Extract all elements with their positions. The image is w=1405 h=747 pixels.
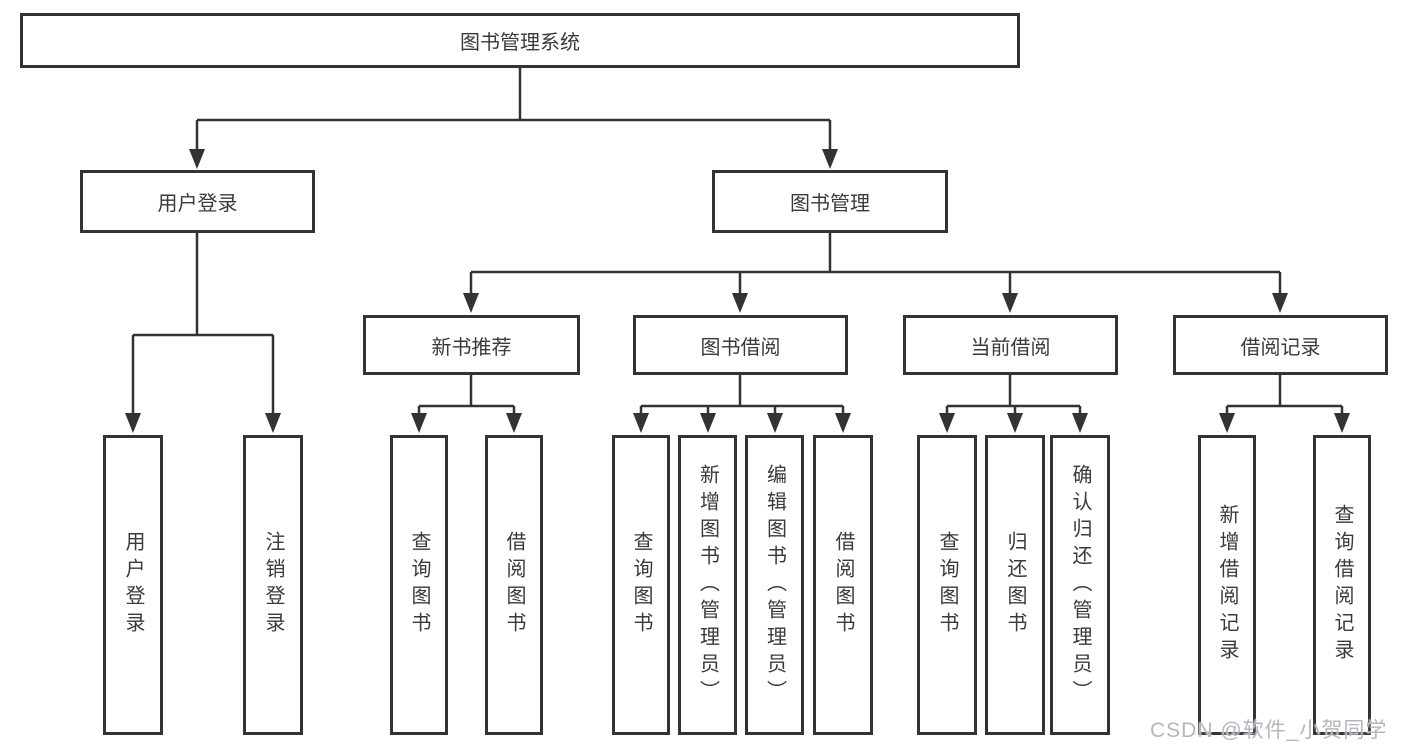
arrowhead-icon (767, 413, 783, 433)
connector-borrowrecord-to-leaves (1225, 375, 1344, 415)
arrowhead-icon (265, 413, 281, 433)
arrowhead-icon (633, 413, 649, 433)
node-borrowing-records: 借阅记录 (1173, 315, 1388, 375)
node-label: 查询图书 (936, 531, 958, 639)
connector-bookmgmt-to-level3 (469, 233, 1282, 295)
node-label: 确认归还（管理员） (1069, 463, 1091, 707)
arrowhead-icon (125, 413, 141, 433)
arrowhead-icon (506, 413, 522, 433)
leaf-borrow-books-borrowing: 借阅图书 (813, 435, 873, 735)
node-book-borrowing: 图书借阅 (633, 315, 848, 375)
node-label: 借阅图书 (503, 531, 525, 639)
leaf-edit-book-admin: 编辑图书（管理员） (745, 435, 804, 735)
arrowhead-icon (1272, 293, 1288, 313)
arrowhead-icon (700, 413, 716, 433)
leaf-return-books: 归还图书 (985, 435, 1045, 735)
leaf-add-borrow-record: 新增借阅记录 (1198, 435, 1256, 735)
node-label: 借阅记录 (1240, 336, 1321, 359)
node-label: 查询图书 (408, 531, 430, 639)
node-label: 图书管理 (790, 193, 870, 215)
node-label: 用户登录 (157, 193, 238, 215)
arrowhead-icon (1072, 413, 1088, 433)
arrowhead-icon (189, 149, 205, 169)
arrowhead-icon (463, 293, 479, 313)
arrowhead-icon (732, 293, 748, 313)
arrowhead-icon (939, 413, 955, 433)
arrowhead-icon (1219, 413, 1235, 433)
leaf-confirm-return-admin: 确认归还（管理员） (1050, 435, 1110, 735)
arrowhead-icon (1334, 413, 1350, 433)
node-label: 新增图书（管理员） (696, 463, 719, 707)
node-label: 归还图书 (1004, 531, 1026, 639)
leaf-add-book-admin: 新增图书（管理员） (678, 435, 737, 735)
node-label: 用户登录 (122, 531, 144, 639)
arrowhead-icon (1007, 413, 1023, 433)
watermark: CSDN @软件_小贺同学 (1150, 719, 1388, 742)
arrowhead-icon (835, 413, 851, 433)
node-label: 借阅图书 (832, 531, 854, 639)
node-label: 查询借阅记录 (1331, 504, 1353, 666)
arrowhead-icon (822, 149, 838, 169)
connector-bookborrow-to-leaves (639, 375, 845, 415)
connector-root-to-level2 (195, 68, 832, 151)
leaf-query-borrow-record: 查询借阅记录 (1313, 435, 1371, 735)
leaf-borrow-books-recommend: 借阅图书 (485, 435, 543, 735)
connector-currentborrow-to-leaves (945, 375, 1082, 415)
node-label: 新增借阅记录 (1216, 504, 1238, 666)
node-new-book-recommend: 新书推荐 (363, 315, 580, 375)
connector-userlogin-to-leaves (131, 233, 275, 415)
leaf-query-books-current: 查询图书 (917, 435, 977, 735)
leaf-logout: 注销登录 (243, 435, 303, 735)
node-label: 图书借阅 (700, 336, 781, 359)
node-library-system: 图书管理系统 (20, 13, 1020, 68)
node-label: 当前借阅 (970, 336, 1051, 359)
arrowhead-icon (411, 413, 427, 433)
leaf-query-books-borrowing: 查询图书 (612, 435, 670, 735)
connector-newbook-to-leaves (417, 375, 516, 415)
arrowhead-icons (125, 149, 1350, 433)
node-label: 图书管理系统 (460, 32, 580, 54)
node-book-management: 图书管理 (712, 170, 948, 233)
node-label: 编辑图书（管理员） (763, 463, 786, 707)
node-user-login: 用户登录 (80, 170, 315, 233)
node-label: 查询图书 (630, 531, 652, 639)
node-label: 注销登录 (262, 531, 284, 639)
leaf-query-books-recommend: 查询图书 (390, 435, 448, 735)
arrowhead-icon (1002, 293, 1018, 313)
node-current-borrowing: 当前借阅 (903, 315, 1118, 375)
node-label: 新书推荐 (431, 336, 512, 359)
leaf-user-login: 用户登录 (103, 435, 163, 735)
